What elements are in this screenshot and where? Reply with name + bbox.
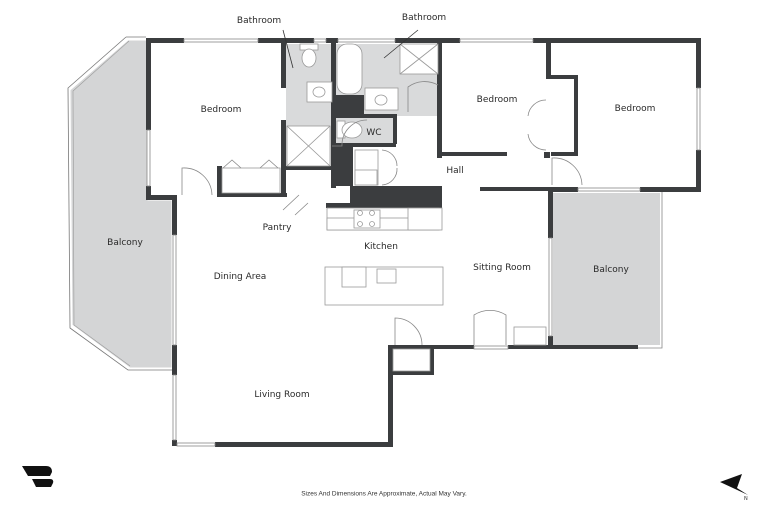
room-label-balcony-east: Balcony xyxy=(593,265,629,275)
room-label-bedroom-1: Bedroom xyxy=(200,105,242,115)
room-label-sitting-room: Sitting Room xyxy=(473,263,531,273)
room-label-hall: Hall xyxy=(446,166,464,176)
room-label-bedroom-3: Bedroom xyxy=(614,104,656,114)
balcony-west-area xyxy=(69,39,173,369)
room-label-balcony-west: Balcony xyxy=(107,238,143,248)
balcony-east-area xyxy=(553,193,660,345)
room-label-bathroom-2: Bathroom xyxy=(401,13,447,23)
room-label-dining-area: Dining Area xyxy=(213,272,267,282)
svg-text:N: N xyxy=(744,496,748,502)
north-arrow-icon: N xyxy=(720,474,748,502)
room-label-pantry: Pantry xyxy=(262,223,292,233)
room-label-wc: WC xyxy=(366,128,382,138)
brand-logo-icon xyxy=(22,466,54,487)
disclaimer-text: Sizes And Dimensions Are Approximate, Ac… xyxy=(301,490,467,498)
room-label-bathroom-1: Bathroom xyxy=(236,16,282,26)
room-label-bedroom-2: Bedroom xyxy=(476,95,518,105)
room-label-living-room: Living Room xyxy=(254,390,310,400)
room-label-kitchen: Kitchen xyxy=(364,242,398,252)
